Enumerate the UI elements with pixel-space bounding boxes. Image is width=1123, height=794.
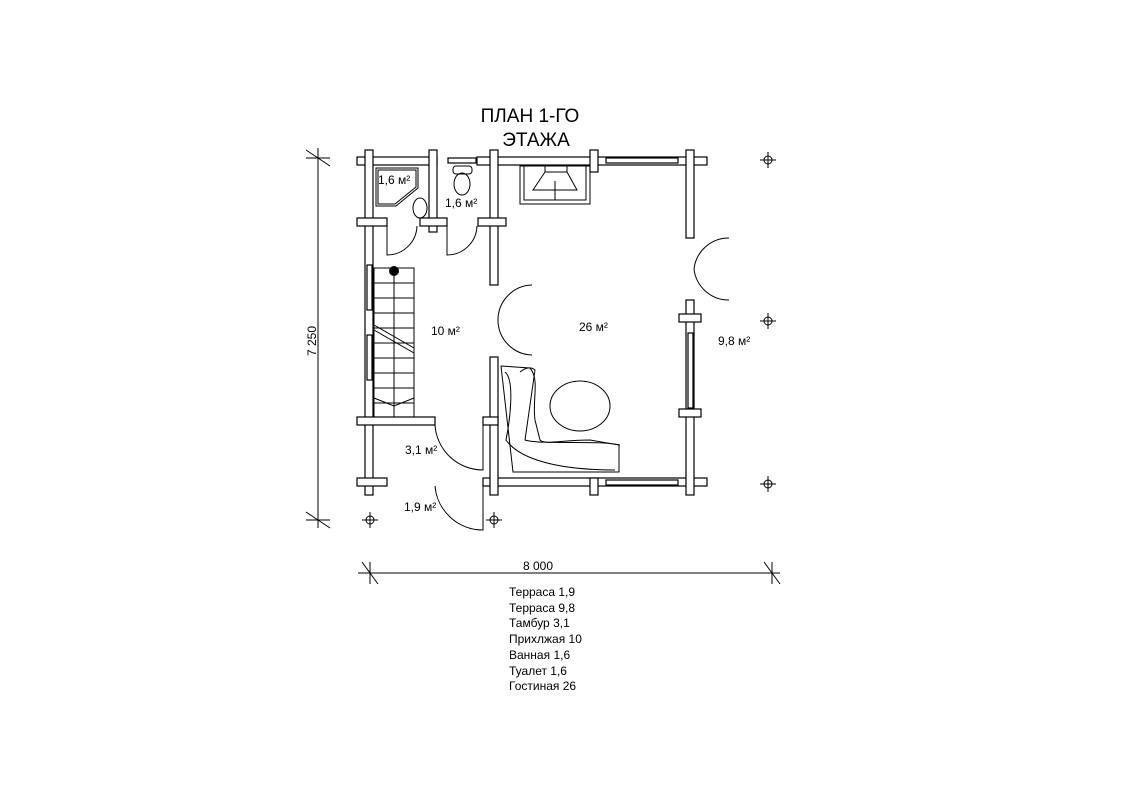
room-label-living: 26 м² <box>579 320 608 334</box>
dimension-width-label: 8 000 <box>523 559 553 573</box>
stair-start-marker <box>389 266 399 276</box>
legend-item: Туалет 1,6 <box>509 663 567 678</box>
axis-markers <box>362 152 776 528</box>
legend-item: Терраса 9,8 <box>509 600 576 615</box>
legend-item: Ванная 1,6 <box>509 647 571 662</box>
walls <box>356 149 708 496</box>
bath-tub <box>375 167 419 207</box>
legend-item: Тамбур 3,1 <box>509 616 570 631</box>
room-label-terrace-entry: 1,9 м² <box>404 500 436 514</box>
plan-title-line2: ЭТАЖА <box>502 130 570 151</box>
room-legend: Терраса 1,9 Терраса 9,8 Тамбур 3,1 Прихл… <box>509 585 582 695</box>
dimension-width: 8 000 <box>358 559 781 585</box>
toilet-icon <box>452 165 473 196</box>
sofa-icon <box>500 365 621 473</box>
stairs <box>373 266 415 418</box>
legend-item: Терраса 1,9 <box>509 585 576 599</box>
room-label-terrace-right: 9,8 м² <box>718 334 750 348</box>
room-label-bath: 1,6 м² <box>378 173 410 187</box>
dimension-height-label: 7 250 <box>305 326 319 356</box>
room-label-hall: 10 м² <box>431 324 460 338</box>
fireplace-icon <box>519 165 591 205</box>
dimension-height: 7 250 <box>305 148 331 529</box>
plan-title-line1: ПЛАН 1-ГО <box>481 106 580 127</box>
room-label-tambour: 3,1 м² <box>405 443 437 457</box>
doors <box>386 225 730 531</box>
legend-item: Прихлжая 10 <box>509 632 582 647</box>
room-label-toilet: 1,6 м² <box>445 196 477 210</box>
table-icon <box>549 380 611 432</box>
sink-icon <box>412 197 428 219</box>
legend-item: Гостиная 26 <box>509 679 577 694</box>
